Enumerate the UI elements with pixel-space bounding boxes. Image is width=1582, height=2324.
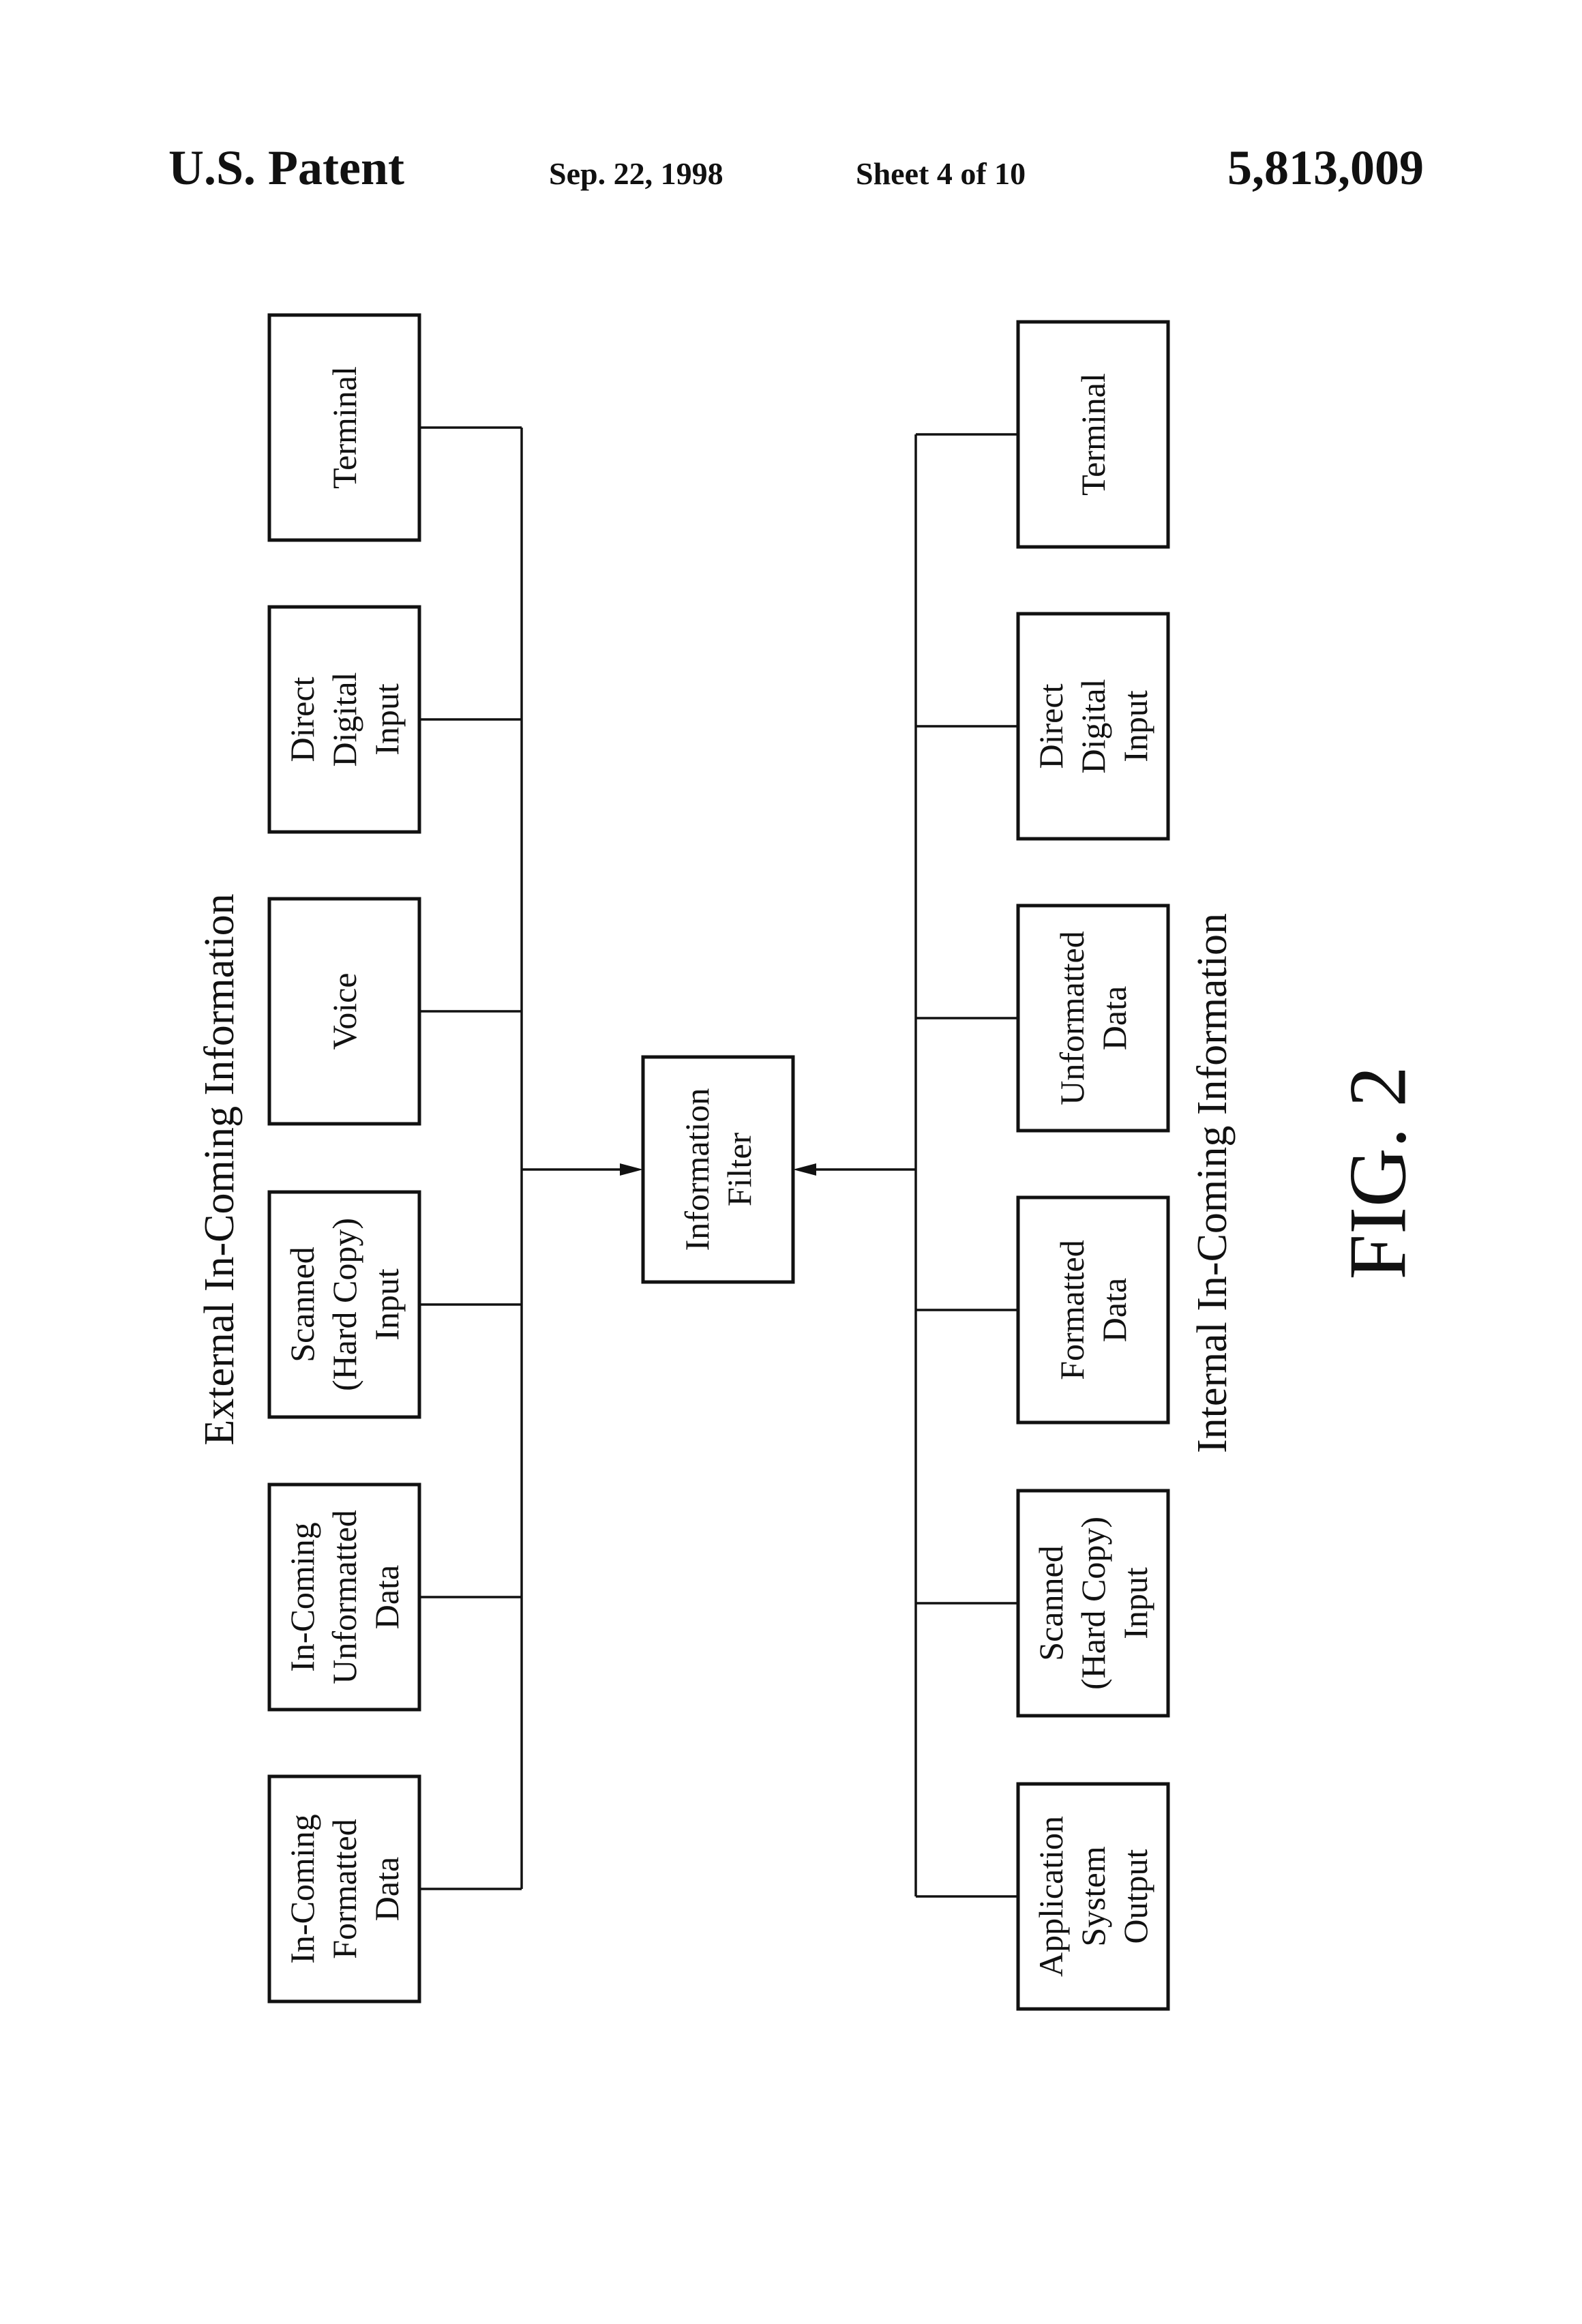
int-unformatted-data-label-line: Data: [1095, 986, 1133, 1050]
ext-direct-digital-input-label-line: Input: [368, 683, 406, 756]
ext-voice-label: Voice: [325, 973, 363, 1050]
int-terminal-label-line: Terminal: [1074, 373, 1112, 496]
int-formatted-data-label-line: Formatted: [1053, 1240, 1091, 1380]
information-filter-box: [643, 1057, 793, 1282]
int-formatted-data-box: [1018, 1197, 1168, 1422]
external-group-label: External In-Coming Information: [196, 893, 243, 1445]
ext-direct-digital-input-label-line: Direct: [283, 676, 321, 762]
ext-in-coming-formatted-data-label-line: Formatted: [325, 1819, 363, 1959]
ext-direct-digital-input-label: DirectDigitalInput: [283, 672, 406, 767]
int-application-system-output-label-line: System: [1074, 1846, 1112, 1946]
int-formatted-data-label-line: Data: [1095, 1278, 1133, 1342]
int-direct-digital-input-label-line: Digital: [1074, 679, 1112, 774]
figure-label: FIG. 2: [1332, 1066, 1423, 1279]
internal-to-filter-arrowhead: [793, 1163, 816, 1176]
external-to-filter-arrowhead: [620, 1163, 643, 1176]
ext-in-coming-unformatted-data-label-line: Data: [368, 1565, 406, 1629]
int-application-system-output-label-line: Application: [1032, 1816, 1070, 1977]
int-unformatted-data-label-line: Unformatted: [1053, 931, 1091, 1105]
int-scanned-input-label-line: Input: [1116, 1567, 1154, 1639]
int-scanned-input-label-line: (Hard Copy): [1074, 1517, 1112, 1690]
ext-in-coming-unformatted-data-label-line: In-Coming: [283, 1522, 321, 1671]
diagram-boxes: In-ComingFormattedDataIn-ComingUnformatt…: [269, 315, 1168, 2009]
ext-terminal-label-line: Terminal: [325, 366, 363, 489]
int-terminal-label: Terminal: [1074, 373, 1112, 496]
ext-direct-digital-input-label-line: Digital: [325, 672, 363, 767]
int-direct-digital-input-label-line: Direct: [1032, 683, 1070, 769]
ext-scanned-input-label-line: Input: [368, 1268, 406, 1341]
ext-scanned-input-label-line: Scanned: [283, 1247, 321, 1362]
ext-in-coming-formatted-data-label-line: In-Coming: [283, 1814, 321, 1963]
ext-terminal-label: Terminal: [325, 366, 363, 489]
ext-voice-label-line: Voice: [325, 973, 363, 1050]
int-application-system-output-label-line: Output: [1116, 1849, 1154, 1943]
ext-in-coming-unformatted-data-label-line: Unformatted: [325, 1510, 363, 1684]
int-scanned-input-label-line: Scanned: [1032, 1545, 1070, 1660]
information-filter-label-line: Information: [678, 1088, 716, 1251]
ext-scanned-input-label-line: (Hard Copy): [325, 1218, 363, 1391]
internal-group-label: Internal In-Coming Information: [1189, 913, 1236, 1453]
int-direct-digital-input-label: DirectDigitalInput: [1032, 679, 1154, 774]
information-filter-label-line: Filter: [720, 1132, 758, 1206]
ext-in-coming-formatted-data-label-line: Data: [368, 1857, 406, 1921]
int-unformatted-data-box: [1018, 906, 1168, 1131]
int-direct-digital-input-label-line: Input: [1116, 690, 1154, 762]
